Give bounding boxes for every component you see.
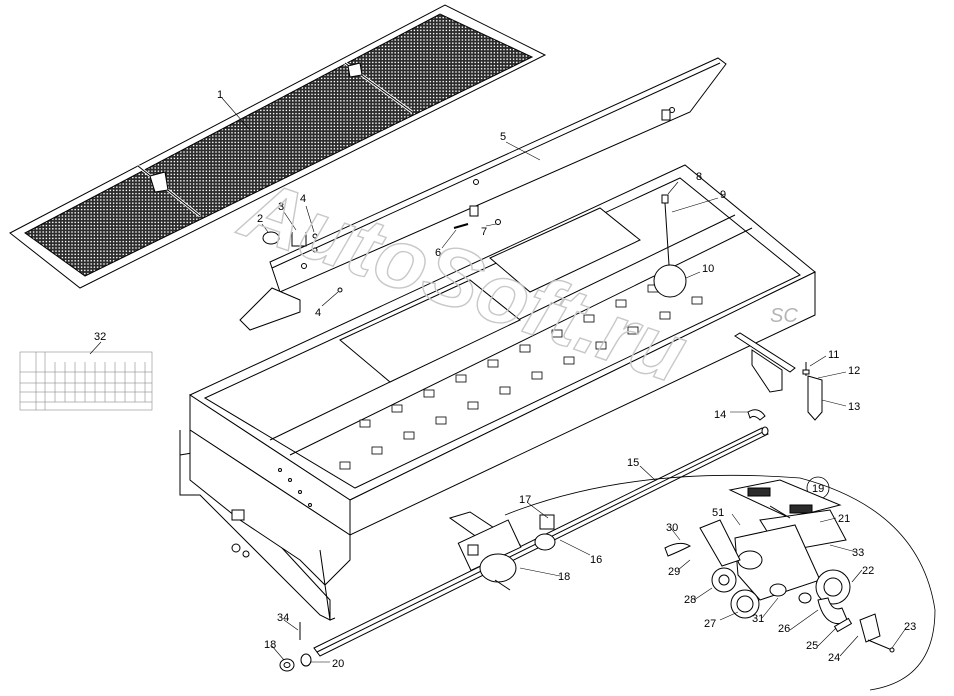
callout-13: 13 [848, 401, 860, 413]
callout-15: 15 [627, 457, 639, 469]
callout-16: 16 [590, 554, 602, 566]
callout-26: 26 [778, 623, 790, 635]
callout-4b: 4 [315, 307, 321, 319]
callout-18a: 18 [558, 571, 570, 583]
callout-1: 1 [217, 89, 223, 101]
callout-14: 14 [714, 409, 726, 421]
callout-6: 6 [435, 247, 441, 259]
callout-11: 11 [828, 349, 839, 361]
callout-20: 20 [332, 658, 344, 670]
callout-17: 17 [519, 494, 531, 506]
side-bracket [734, 332, 823, 421]
callout-9: 9 [720, 189, 726, 201]
callout-34: 34 [277, 612, 289, 624]
callout-25: 25 [806, 640, 818, 652]
callout-27: 27 [704, 618, 716, 630]
callout-31: 31 [752, 613, 764, 625]
callout-30: 30 [666, 522, 678, 534]
callout-19: 19 [812, 483, 824, 495]
callout-51: 51 [712, 507, 724, 519]
parameter-table [19, 351, 153, 411]
callout-7: 7 [481, 226, 487, 238]
level-indicator [653, 194, 687, 298]
callout-2: 2 [257, 213, 263, 225]
callout-24: 24 [828, 652, 840, 664]
callout-labels: 1 2 3 4 4 5 6 7 8 9 10 11 12 13 14 15 16… [94, 89, 916, 670]
callout-10: 10 [702, 263, 714, 275]
hopper-body [179, 164, 816, 621]
callout-21: 21 [838, 513, 850, 525]
callout-23: 23 [904, 621, 916, 633]
callout-3: 3 [278, 201, 284, 213]
body-marking: SC [770, 305, 798, 327]
metering-unit [664, 479, 895, 653]
callout-28: 28 [684, 594, 696, 606]
callout-18b: 18 [264, 639, 276, 651]
bottom-fasteners [279, 622, 312, 672]
callout-33: 33 [852, 547, 864, 559]
callout-8: 8 [696, 171, 702, 183]
floor-slots [339, 284, 703, 470]
callout-4a: 4 [300, 193, 306, 205]
small-fasteners [262, 219, 501, 293]
bearing-assembly [448, 511, 556, 591]
callout-22: 22 [862, 565, 874, 577]
callout-12: 12 [848, 365, 860, 377]
leader-lines [89, 97, 907, 663]
mesh-grate [9, 4, 547, 289]
callout-32: 32 [94, 331, 106, 343]
callout-29: 29 [668, 566, 680, 578]
callout-5: 5 [500, 131, 506, 143]
angle-bracket [239, 57, 727, 331]
